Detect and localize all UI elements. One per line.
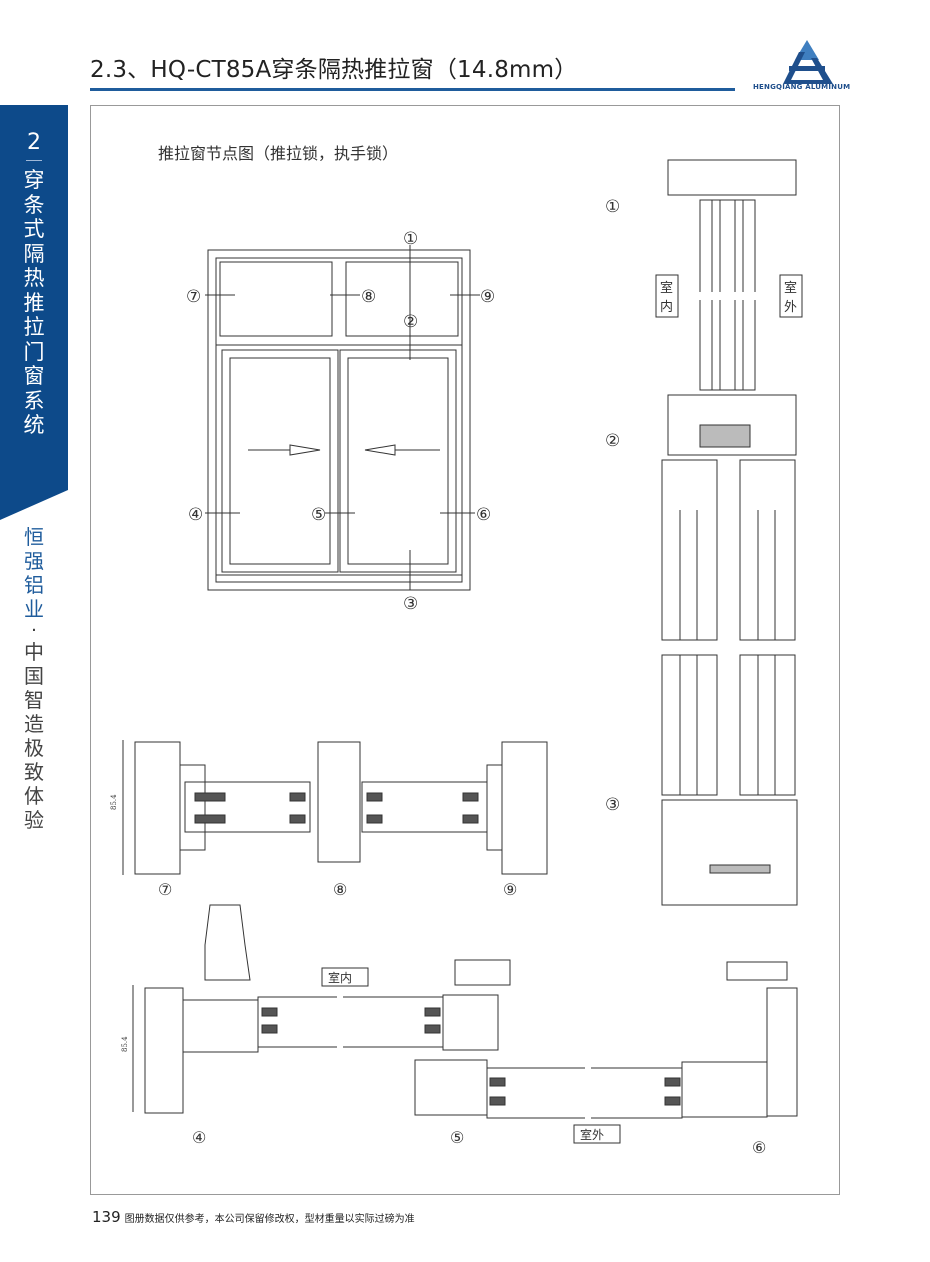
title-divider: [90, 88, 735, 91]
vertical-section: [645, 159, 800, 906]
drawing-frame: [90, 105, 840, 1195]
section-label-7: ⑦: [158, 880, 172, 899]
node-label-7: ⑦: [186, 287, 201, 307]
section-label-8: ⑧: [333, 880, 347, 899]
node-label-5: ⑤: [311, 505, 326, 525]
indoor-vertical-1: 室: [660, 280, 673, 296]
sash-sections: [132, 904, 798, 1130]
dimension-85-4-top: 85.4: [110, 794, 118, 810]
outdoor-label: 室外: [580, 1127, 604, 1142]
brand-slogan: 中国智造 极致体验: [24, 640, 44, 832]
indoor-vertical-2: 内: [660, 299, 673, 315]
node-label-4: ④: [188, 505, 203, 525]
section-label-4: ④: [192, 1128, 206, 1147]
chapter-title: 穿条式隔热推拉门窗系统: [23, 168, 45, 437]
chapter-number: 2: [27, 130, 41, 155]
outdoor-vertical-1: 室: [784, 280, 797, 296]
brand-name: 恒强铝业: [24, 525, 44, 621]
node-label-1: ①: [403, 229, 418, 249]
section-label-1: ①: [605, 197, 620, 217]
node-label-3: ③: [403, 594, 418, 614]
page-number: 139: [92, 1208, 121, 1226]
company-logo: [783, 40, 833, 84]
section-label-9: ⑨: [503, 880, 517, 899]
indoor-label: 室内: [328, 970, 352, 985]
node-label-2: ②: [403, 312, 418, 332]
outdoor-vertical-2: 外: [784, 300, 797, 315]
node-label-6: ⑥: [476, 505, 491, 525]
drawing-caption: 推拉窗节点图（推拉锁，执手锁）: [158, 144, 399, 163]
brand-separator: ·: [31, 620, 37, 641]
node-label-8: ⑧: [361, 287, 376, 307]
section-label-6: ⑥: [752, 1138, 766, 1157]
dimension-85-4-bottom: 85.4: [121, 1036, 129, 1052]
node-label-9: ⑨: [480, 287, 495, 307]
logo-text: HENGQIANG ALUMINUM: [753, 83, 851, 91]
chapter-tab: [0, 105, 68, 520]
section-label-2: ②: [605, 431, 620, 451]
section-label-5: ⑤: [450, 1128, 464, 1147]
chapter-rule: [26, 160, 42, 161]
section-label-3: ③: [605, 795, 620, 815]
window-elevation: [205, 245, 480, 591]
page-title: 2.3、HQ-CT85A穿条隔热推拉窗（14.8mm）: [90, 57, 578, 83]
footer-note: 图册数据仅供参考，本公司保留修改权，型材重量以实际过磅为准: [124, 1214, 415, 1225]
transom-sections: [122, 740, 548, 875]
